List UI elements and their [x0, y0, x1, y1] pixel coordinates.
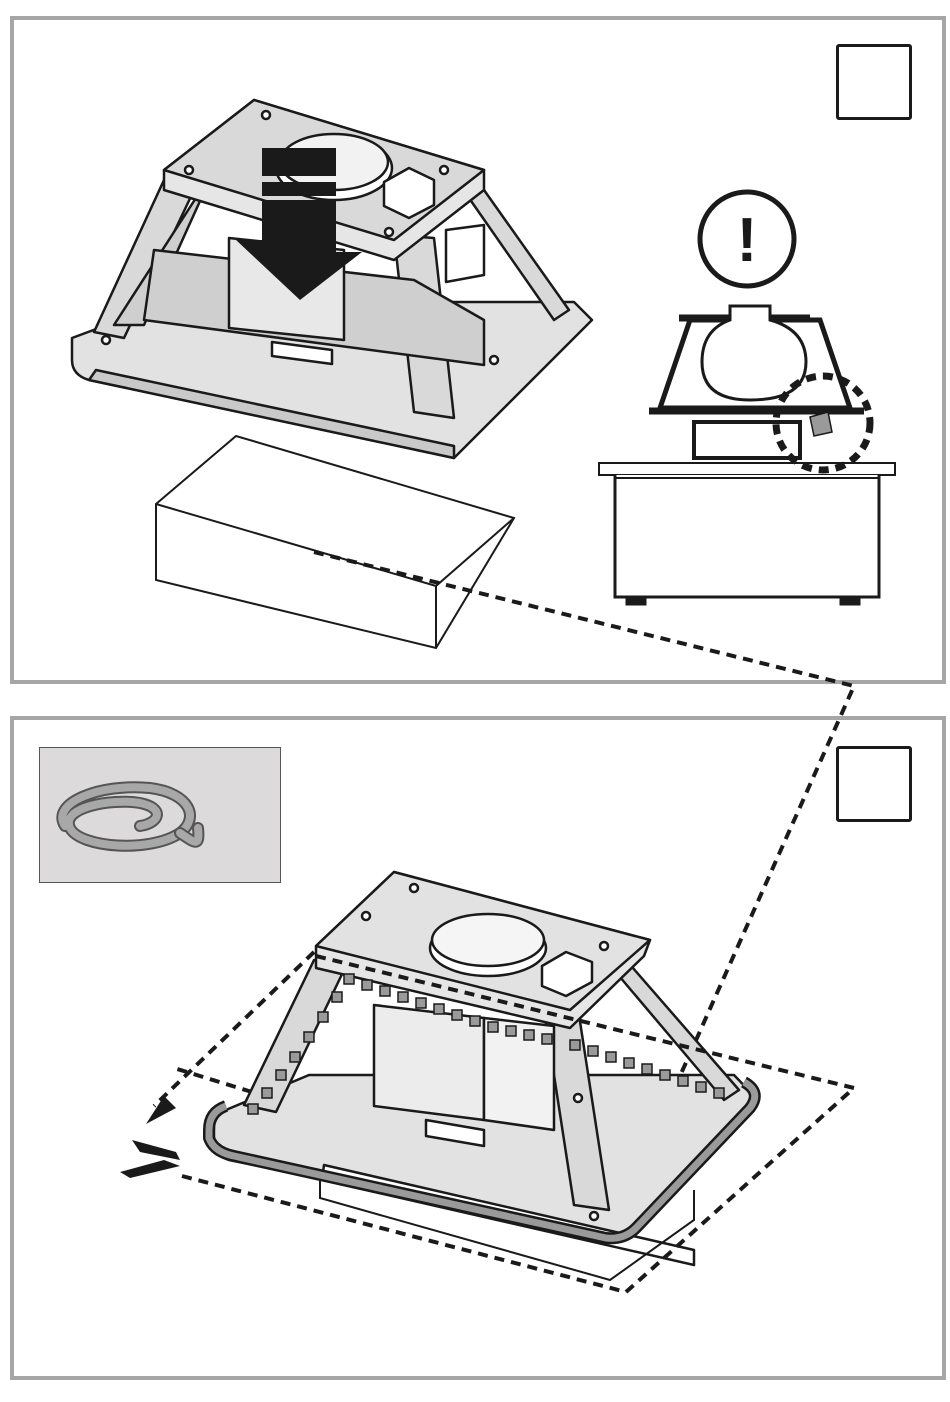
- hood-on-counter-illustration: [599, 306, 895, 605]
- step-panel-top: !: [10, 16, 946, 684]
- top-illustration: !: [14, 20, 950, 688]
- warning-symbol: !: [737, 206, 758, 275]
- step-panel-bottom: [10, 716, 946, 1380]
- support-box: [156, 436, 514, 648]
- bottom-illustration: [14, 720, 950, 1384]
- warning-icon: !: [700, 192, 794, 286]
- scissors-icon: [120, 1140, 180, 1178]
